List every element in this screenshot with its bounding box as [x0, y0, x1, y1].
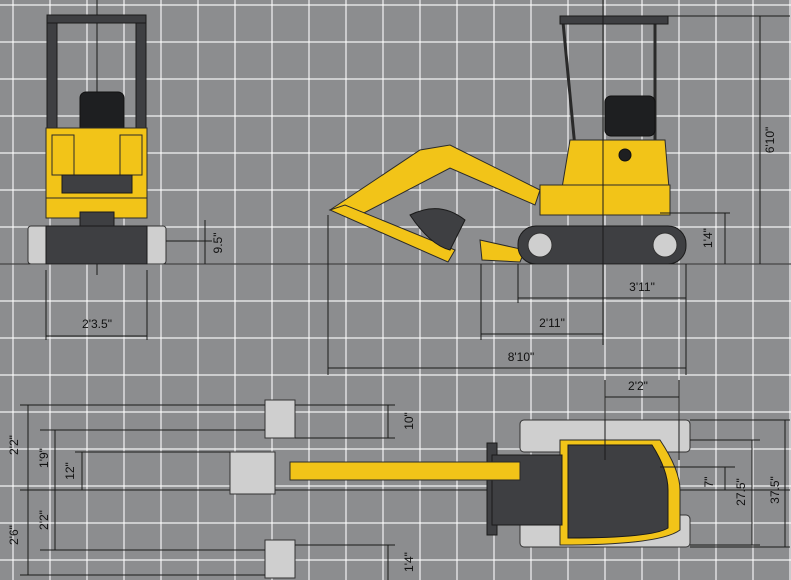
- dim-side-height: 6'10": [665, 15, 790, 264]
- dim-side-track-length: 3'11": [517, 264, 687, 303]
- dim-side-overall-length: 8'10": [327, 215, 687, 375]
- dim-top-center-offset: 7": [660, 466, 735, 490]
- top-view-excavator: [20, 399, 790, 579]
- dim-label: 2'2": [628, 379, 648, 393]
- dim-top-bucket-offset-upper: 10": [295, 404, 416, 439]
- side-canopy-roof: [559, 15, 669, 25]
- dim-top-track-gauge: 27.5": [690, 439, 760, 546]
- side-arm: [328, 204, 456, 263]
- dim-label: 1'4": [701, 228, 715, 248]
- front-boom-base: [61, 174, 133, 194]
- dim-label: 10": [402, 412, 416, 430]
- side-fuel-cap: [618, 148, 632, 162]
- dim-front-track-width: 2'3.5": [45, 270, 148, 340]
- dim-front-track-height: 9.5": [166, 220, 225, 264]
- dim-label: 2'3.5": [82, 317, 112, 331]
- dim-label: 1'4": [402, 552, 416, 572]
- dim-side-blade-to-rear: 2'11": [480, 264, 603, 340]
- dim-label: 37.5": [768, 476, 782, 504]
- dim-top-overall-width: 37.5": [690, 419, 790, 548]
- dim-top-bucket-center: 12": [63, 451, 230, 490]
- side-seat: [604, 95, 656, 137]
- dim-top-bucket-offset-lower: 1'4": [295, 544, 416, 580]
- top-boom: [289, 461, 521, 481]
- dim-label: 12": [63, 462, 77, 480]
- dim-label: 2'6": [7, 525, 21, 545]
- dim-label: 7": [702, 477, 716, 488]
- dim-label: 2'2": [7, 435, 21, 455]
- dim-top-swing-left: 2'2" 2'6": [7, 404, 265, 576]
- side-lower-body: [539, 184, 671, 216]
- front-undercarriage: [45, 225, 148, 265]
- front-canopy-roof: [46, 14, 147, 24]
- side-boom: [328, 144, 541, 216]
- side-idler: [527, 232, 553, 258]
- dim-top-offsets: 1'9" 2'2": [37, 429, 265, 551]
- dim-label: 2'11": [539, 316, 565, 330]
- top-bucket-main: [229, 451, 276, 495]
- top-bucket-upper: [264, 399, 296, 439]
- dim-label: 3'11": [629, 280, 655, 294]
- dim-label: 6'10": [763, 127, 777, 154]
- side-view-excavator: [328, 0, 687, 345]
- side-sprocket: [652, 232, 678, 258]
- dim-label: 8'10": [508, 350, 535, 364]
- front-view-excavator: [27, 0, 167, 275]
- dim-label: 2'2": [37, 510, 51, 530]
- side-track: [517, 225, 687, 265]
- dim-top-blade-width: 2'2": [604, 379, 680, 460]
- top-bucket-lower: [264, 539, 296, 579]
- side-blade: [479, 239, 526, 263]
- dim-label: 27.5": [734, 478, 748, 506]
- dim-label: 1'9": [37, 448, 51, 468]
- dim-label: 9.5": [211, 233, 225, 254]
- dim-side-ground-clearance: 1'4": [660, 212, 730, 264]
- side-bucket: [409, 208, 466, 251]
- top-canopy: [567, 444, 669, 539]
